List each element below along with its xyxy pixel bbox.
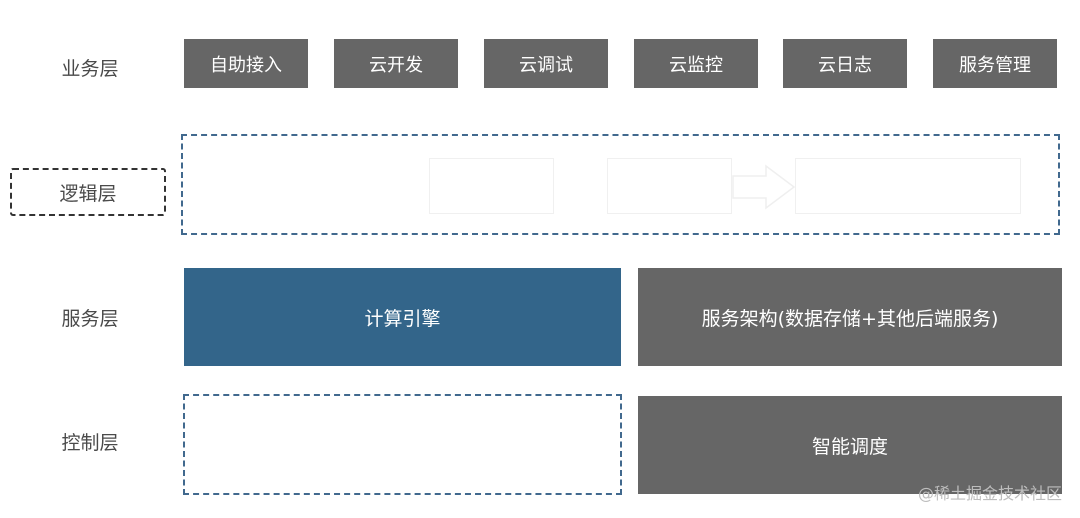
compute-engine-block: 计算引擎	[184, 268, 621, 366]
layer-label-service: 服务层	[61, 308, 119, 330]
logic-arrow-icon	[732, 164, 796, 210]
watermark: @稀土掘金技术社区	[917, 484, 1062, 503]
layer-label-control: 控制层	[61, 432, 119, 454]
layer-label-business: 业务层	[61, 58, 119, 80]
business-box-cloud-log: 云日志	[783, 39, 907, 88]
logic-ghost-box-1	[429, 158, 554, 214]
logic-ghost-box-3	[795, 158, 1021, 214]
business-box-service-mgmt: 服务管理	[933, 39, 1057, 88]
business-box-cloud-debug: 云调试	[484, 39, 608, 88]
service-architecture-block: 服务架构(数据存储+其他后端服务)	[638, 268, 1062, 366]
logic-layer-region	[181, 134, 1060, 235]
layer-label-logic: 逻辑层	[10, 168, 166, 216]
business-box-self-access: 自助接入	[184, 39, 308, 88]
business-box-cloud-monitor: 云监控	[634, 39, 758, 88]
control-layer-empty-region	[183, 394, 622, 495]
business-box-cloud-dev: 云开发	[334, 39, 458, 88]
logic-ghost-box-2	[607, 158, 732, 214]
smart-scheduling-block: 智能调度	[638, 396, 1062, 494]
